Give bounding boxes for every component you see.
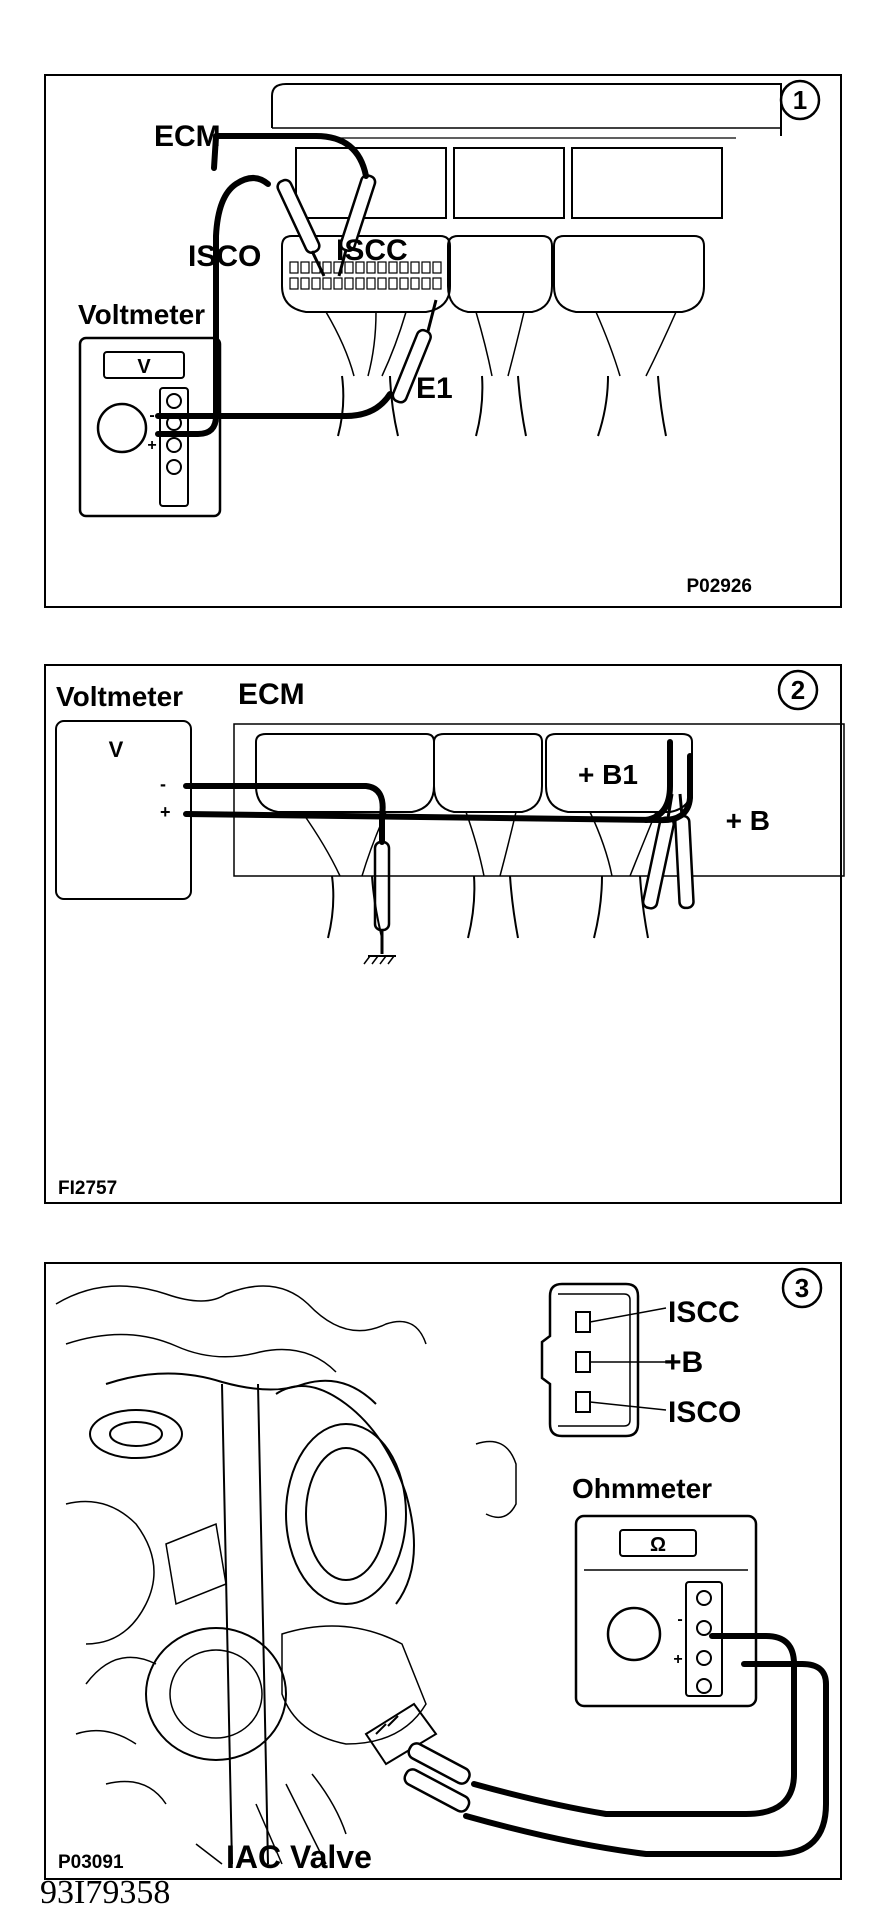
connector-pin: [300, 261, 310, 274]
figure-code: FI2757: [58, 1178, 117, 1199]
connector-pin: [377, 261, 387, 274]
iac-valve-connector: [364, 1702, 438, 1766]
connector-pin: [322, 261, 332, 274]
label-iscc: ISCC: [668, 1296, 740, 1329]
ohmmeter: Ω - +: [574, 1514, 758, 1708]
probe-isco: [276, 178, 326, 277]
connector-pinout-diagram: [540, 1282, 667, 1438]
plus-terminal-label: +: [147, 437, 156, 454]
connector-pin: [388, 277, 398, 290]
panel-number: 1: [793, 85, 807, 115]
wire-iscc-loop: [211, 133, 369, 179]
probe-upper: [407, 1742, 471, 1785]
label-iac-valve: IAC Valve: [226, 1839, 372, 1875]
connector-pin: [289, 277, 299, 290]
throttle-body-illustration: [55, 1285, 517, 1865]
label-ohmmeter: Ohmmeter: [572, 1473, 712, 1504]
minus-terminal-label: -: [160, 774, 166, 794]
connector-pin: [322, 277, 332, 290]
panel-number: 2: [791, 675, 805, 705]
label-isco: ISCO: [668, 1396, 741, 1429]
connector-pin: [421, 261, 431, 274]
meter-symbol: Ω: [650, 1534, 666, 1556]
iac-valve-leader-line: [195, 1843, 223, 1865]
panel-number: 3: [795, 1273, 809, 1303]
label-ecm: ECM: [238, 678, 305, 711]
connector-pin: [421, 277, 431, 290]
document-code-caption: 93I79358: [40, 1874, 171, 1911]
label-ecm: ECM: [154, 120, 221, 153]
connector-pin: [344, 277, 354, 290]
connector-pin: [377, 277, 387, 290]
ecm-connector-right: [553, 235, 705, 437]
connector-pin: [289, 261, 299, 274]
ecm-housing: [233, 723, 845, 877]
label-voltmeter: Voltmeter: [78, 299, 205, 330]
connector-pin: [388, 261, 398, 274]
ground-probe: [363, 840, 396, 965]
connector-pin: [333, 277, 343, 290]
ecm-connector-left: [281, 235, 451, 437]
wire-plus-to-b: [183, 753, 693, 824]
figure-code: P02926: [686, 576, 752, 597]
probe-iscc: [337, 174, 377, 277]
meter-symbol: V: [109, 737, 124, 762]
connector-pin: [311, 277, 321, 290]
connector-pin: [355, 261, 365, 274]
panel-1-voltage-check-isco-iscc: 1: [44, 74, 842, 608]
panel-3-resistance-check-iac-valve: 3: [44, 1262, 842, 1880]
minus-terminal-label: -: [677, 1611, 682, 1628]
minus-terminal-label: -: [149, 407, 154, 424]
label-b: +B: [664, 1346, 703, 1379]
connector-pin: [410, 277, 420, 290]
connector-pin: [300, 277, 310, 290]
panel-number-badge: 1: [779, 79, 821, 121]
label-b1: + B1: [578, 759, 638, 790]
connector-pin: [399, 277, 409, 290]
wire-minus: [471, 1633, 797, 1817]
panel-2-voltage-check-b-b1: 2 V - + ECM: [44, 664, 845, 1204]
connector-pin: [432, 277, 442, 290]
plus-terminal-label: +: [673, 1651, 682, 1668]
wire-b1: [643, 739, 673, 823]
voltmeter: V - +: [78, 336, 222, 518]
panel-number-badge: 3: [781, 1267, 823, 1309]
label-voltmeter: Voltmeter: [56, 681, 183, 712]
probe-lower: [403, 1768, 471, 1813]
connector-pin: [344, 261, 354, 274]
probe-e1: [391, 299, 438, 404]
ecm-housing: [271, 83, 782, 219]
connector-pin: [366, 277, 376, 290]
panel-number-badge: 2: [777, 669, 819, 711]
label-isco: ISCO: [188, 240, 261, 273]
wire-plus: [463, 1661, 829, 1857]
label-b: + B: [726, 805, 770, 836]
connector-pin: [366, 261, 376, 274]
meter-symbol: V: [137, 356, 151, 378]
connector-pin: [355, 277, 365, 290]
wire-e1-to-minus: [155, 391, 393, 419]
voltmeter: V - +: [55, 720, 192, 900]
panel-2-drawing: 2 V - + ECM: [55, 669, 845, 1199]
figure-code: P03091: [58, 1852, 124, 1873]
panel-3-drawing: 3: [55, 1267, 829, 1875]
wire-isco-to-plus: [155, 175, 271, 437]
ecm-connector-left: [255, 733, 435, 939]
connector-pin: [410, 261, 420, 274]
plus-terminal-label: +: [160, 802, 171, 822]
panel-1-drawing: 1: [78, 79, 821, 597]
ecm-connector-middle: [447, 235, 553, 437]
label-e1: E1: [416, 372, 453, 405]
connector-pin: [432, 261, 442, 274]
ecm-connector-middle: [433, 733, 543, 939]
label-iscc: ISCC: [336, 234, 408, 267]
connector-pin: [399, 261, 409, 274]
